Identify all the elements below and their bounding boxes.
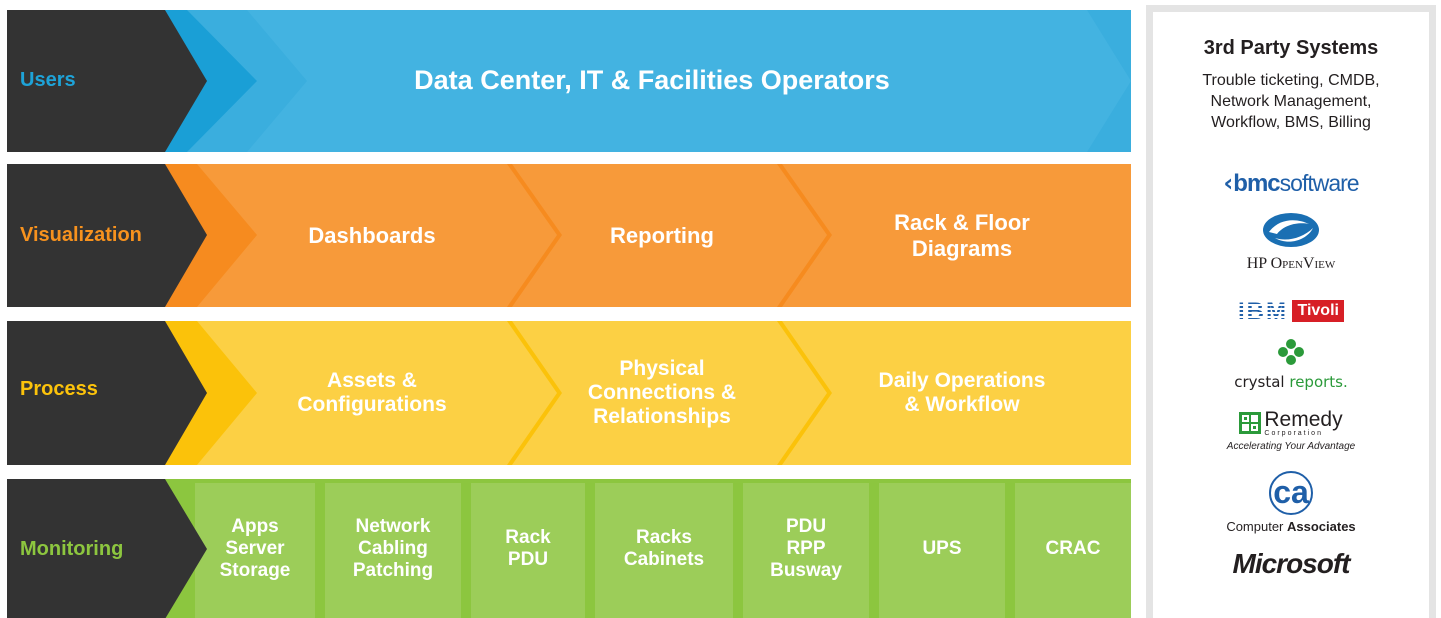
monitoring-crac: CRAC xyxy=(1015,479,1131,618)
description-line: Trouble ticketing, CMDB, xyxy=(1202,72,1380,89)
tivoli-text: Tivoli xyxy=(1292,300,1344,322)
text-line: Cabling xyxy=(358,538,428,560)
text-line: Busway xyxy=(770,559,842,581)
users-operators-text: Data Center, IT & Facilities Operators xyxy=(414,65,890,96)
description-line: Workflow, BMS, Billing xyxy=(1211,114,1371,131)
ca-name: Computer Associates xyxy=(1153,519,1429,534)
remedy-corp: Corporation xyxy=(1264,430,1323,437)
text-line: Diagrams xyxy=(911,235,1013,261)
monitoring-label: Monitoring xyxy=(20,538,124,560)
text-line: Racks xyxy=(636,527,692,549)
computer-associates-logo: ca Computer Associates xyxy=(1153,471,1429,541)
remedy-name: Remedy xyxy=(1264,408,1343,431)
users-band-background xyxy=(7,10,1131,152)
crystal-text: crystal xyxy=(1234,373,1285,391)
text-line: RPP xyxy=(786,538,826,560)
microsoft-text: Microsoft xyxy=(1232,548,1351,579)
hp-openview-logo: HP OpenView xyxy=(1153,212,1429,278)
ca-circle-icon: ca xyxy=(1269,471,1313,515)
text-line: Assets & xyxy=(327,368,417,392)
hp-globe-icon xyxy=(1263,213,1319,247)
text-line: CRAC xyxy=(1045,538,1101,560)
visualization-band-background xyxy=(7,164,1131,307)
process-band-background xyxy=(7,321,1131,465)
crystal-reports-logo: crystal reports. xyxy=(1153,338,1429,398)
text-line: Configurations xyxy=(297,393,447,416)
text-line: & Workflow xyxy=(904,393,1020,416)
monitoring-network-cabling: Network Cabling Patching xyxy=(325,479,461,618)
remedy-mark: Remedy Corporation xyxy=(1239,408,1343,437)
ca-computer-text: Computer xyxy=(1226,519,1284,534)
users-operators-box: Data Center, IT & Facilities Operators xyxy=(207,10,1097,152)
text-line: PDU xyxy=(785,516,827,538)
text-line: Patching xyxy=(352,559,434,581)
bmc-software-logo: ‹bmcsoftware xyxy=(1153,169,1429,199)
crystal-flower-icon xyxy=(1278,339,1304,365)
users-band: Users Data Center, IT & Facilities Opera… xyxy=(7,10,1131,152)
bmc-light-text: software xyxy=(1279,170,1360,196)
ca-associates-text: Associates xyxy=(1287,519,1356,534)
visualization-label: Visualization xyxy=(20,224,142,246)
third-party-panel: 3rd Party Systems Trouble ticketing, CMD… xyxy=(1146,5,1436,618)
third-party-description: Trouble ticketing, CMDB, Network Managem… xyxy=(1153,70,1429,133)
ibm-tivoli-logo: IBM Tivoli xyxy=(1153,298,1429,326)
crystal-dot: . xyxy=(1343,373,1348,391)
text-line: Cabinets xyxy=(623,549,705,570)
process-daily-operations: Daily Operations & Workflow xyxy=(837,321,1087,465)
bmc-chevron-icon: ‹ xyxy=(1223,169,1234,197)
process-physical-connections: Physical Connections & Relationships xyxy=(557,321,767,465)
monitoring-band-background xyxy=(7,479,1131,618)
text-line: Relationships xyxy=(593,405,731,429)
text-line: Daily Operations xyxy=(878,368,1046,392)
monitoring-pdu-rpp-busway: PDU RPP Busway xyxy=(743,479,869,618)
text-line: Connections & xyxy=(587,380,737,404)
text-line: PDU xyxy=(507,549,549,570)
text-line: Apps xyxy=(231,516,279,538)
text-line: Storage xyxy=(219,559,291,581)
text-line: Rack & Floor xyxy=(894,210,1030,236)
description-line: Network Management, xyxy=(1210,93,1372,110)
process-band: Process Assets & Configurations Physical… xyxy=(7,321,1131,465)
reports-text: reports xyxy=(1289,373,1343,391)
monitoring-band: Monitoring Apps Server Storage Network C… xyxy=(7,479,1131,618)
monitoring-ups: UPS xyxy=(879,479,1005,618)
text-line: Reporting xyxy=(610,222,714,248)
remedy-grid-icon xyxy=(1239,412,1262,434)
monitoring-racks-cabinets: Racks Cabinets xyxy=(595,479,733,618)
text-line: Server xyxy=(225,538,285,560)
ca-mark-text: ca xyxy=(1273,474,1309,510)
monitoring-rack-pdu: Rack PDU xyxy=(471,479,585,618)
crystal-reports-text: crystal reports. xyxy=(1153,373,1429,391)
remedy-logo: Remedy Corporation Accelerating Your Adv… xyxy=(1153,409,1429,459)
process-label: Process xyxy=(20,378,98,400)
third-party-title: 3rd Party Systems xyxy=(1203,37,1379,59)
text-line: UPS xyxy=(922,538,962,560)
text-line: Rack xyxy=(505,527,551,549)
visualization-dashboards: Dashboards xyxy=(272,164,472,307)
visualization-band: Visualization Dashboards Reporting Rack … xyxy=(7,164,1131,307)
hp-openview-text: HP OpenView xyxy=(1246,255,1336,272)
text-line: Dashboards xyxy=(308,222,436,248)
bmc-bold-text: bmc xyxy=(1233,170,1280,197)
remedy-tagline: Accelerating Your Advantage xyxy=(1226,441,1356,452)
visualization-rack-floor-diagrams: Rack & Floor Diagrams xyxy=(837,164,1087,307)
process-assets-configurations: Assets & Configurations xyxy=(272,321,472,465)
text-line: Network xyxy=(355,516,431,538)
microsoft-logo: Microsoft xyxy=(1153,548,1429,582)
text-line: Physical xyxy=(619,356,705,380)
visualization-reporting: Reporting xyxy=(572,164,752,307)
ibm-text: IBM xyxy=(1238,298,1289,325)
monitoring-apps-server-storage: Apps Server Storage xyxy=(195,479,315,618)
users-label: Users xyxy=(20,69,76,91)
